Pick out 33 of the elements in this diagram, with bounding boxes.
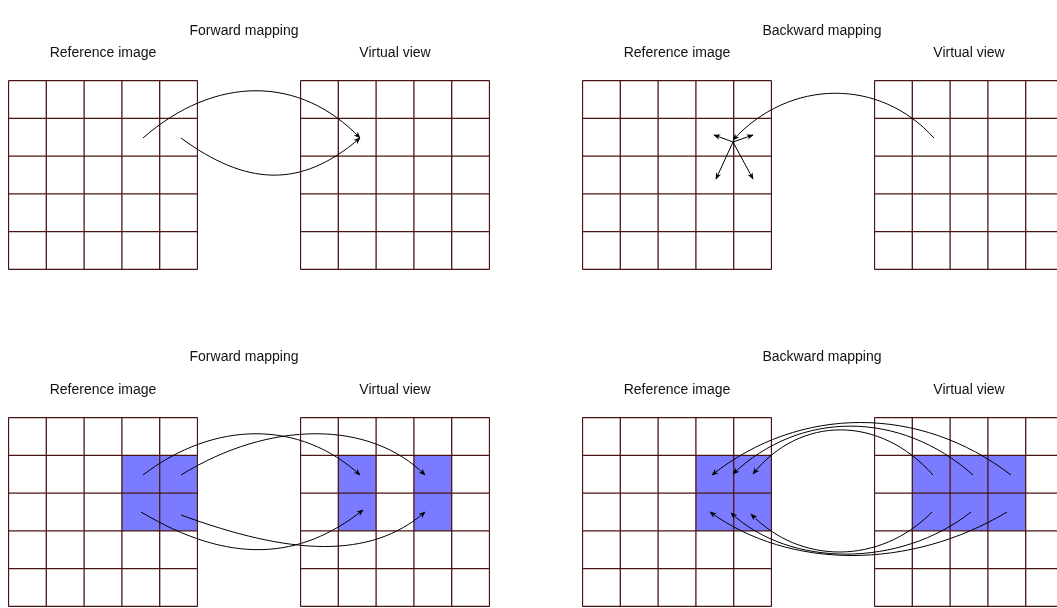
- grid-heading: Reference image: [623, 381, 731, 397]
- image-grid: [300, 44, 490, 270]
- mapping-arrow: [140, 509, 364, 551]
- grid-heading: Virtual view: [933, 44, 1005, 60]
- mapping-arrow: [180, 433, 426, 476]
- grid-heading: Reference image: [49, 381, 157, 397]
- image-grid: [874, 381, 1057, 607]
- mapping-arrow: [180, 511, 426, 547]
- grid-heading: Virtual view: [359, 381, 431, 397]
- grid-heading: Reference image: [49, 44, 157, 60]
- image-grid: [300, 381, 490, 607]
- mapping-arrow: [180, 137, 361, 176]
- mapping-arrow: [142, 433, 361, 476]
- mapping-arrow: [732, 92, 935, 141]
- image-grid: [874, 44, 1057, 270]
- mapping-arrow: [750, 511, 933, 553]
- image-grid: [582, 381, 772, 607]
- panel-title: Forward mapping: [189, 22, 299, 38]
- panel-title: Backward mapping: [762, 22, 882, 38]
- mapping-arrow: [142, 90, 361, 139]
- panel-title: Forward mapping: [189, 348, 299, 364]
- panel-title: Backward mapping: [762, 348, 882, 364]
- image-grid: [582, 44, 772, 270]
- grid-heading: Virtual view: [359, 44, 431, 60]
- image-grid: [8, 381, 198, 607]
- grid-heading: Reference image: [623, 44, 731, 60]
- mapping-arrow: [730, 511, 972, 555]
- mapping-arrow: [711, 422, 1012, 476]
- mapping-arrow: [752, 429, 934, 476]
- image-grid: [8, 44, 198, 270]
- mapping-arrow: [732, 425, 974, 476]
- grid-heading: Virtual view: [933, 381, 1005, 397]
- mapping-arrow: [709, 511, 1008, 556]
